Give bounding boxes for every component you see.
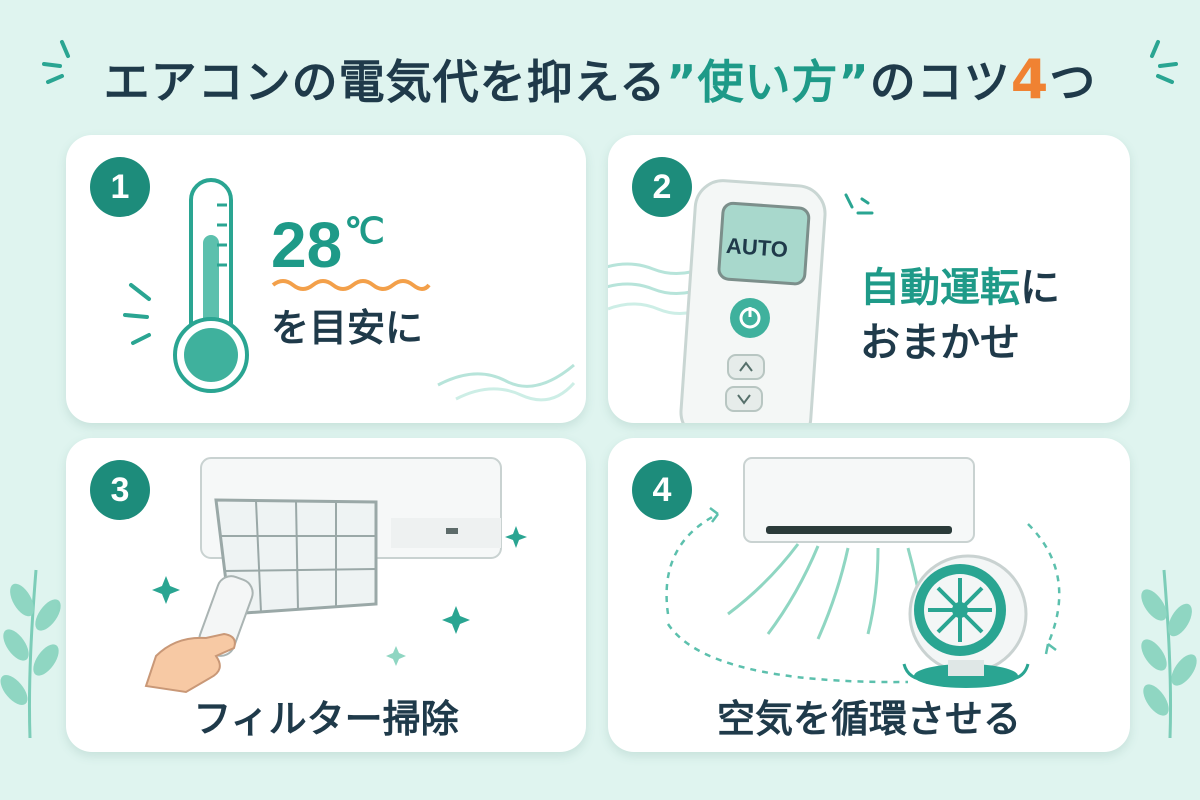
- filter-cleaning-caption: フィルター掃除: [193, 697, 459, 741]
- title-prefix: エアコンの電気代を抑える: [103, 55, 667, 109]
- auto-mode-suffix: に: [1020, 265, 1060, 311]
- tip-card-1: 1 28℃ を目安に: [66, 135, 586, 423]
- temperature-number: 28: [271, 209, 343, 281]
- thermometer-icon: [123, 178, 249, 393]
- card-number-badge: 1: [90, 157, 150, 217]
- filter-cleaning-icon: [144, 457, 527, 694]
- air-circulation-caption: 空気を循環させる: [716, 697, 1021, 741]
- temperature-value: 28℃: [271, 210, 385, 278]
- tip-card-3: 3 フィルター掃除: [66, 438, 586, 752]
- auto-mode-caption: おまかせ: [860, 320, 1020, 366]
- temperature-unit: ℃: [344, 210, 385, 251]
- auto-mode-highlight: 自動運転: [860, 265, 1020, 311]
- remote-screen-label: AUTO: [725, 232, 789, 263]
- page-title: エアコンの電気代を抑える”使い方”のコツ4つ: [0, 46, 1200, 112]
- sparkle-left-icon: [42, 40, 70, 84]
- leaf-left-icon: [0, 569, 61, 739]
- circulator-fan-icon: [665, 457, 1061, 688]
- auto-mode-heading: 自動運転に: [860, 255, 1060, 313]
- sparkle-icon: [844, 193, 874, 215]
- card-number-badge: 2: [632, 157, 692, 217]
- remote-control-icon: [679, 179, 827, 423]
- card-number-badge: 4: [632, 460, 692, 520]
- title-mid: のコツ: [869, 55, 1011, 109]
- orange-underline-icon: [271, 279, 431, 291]
- tip-card-2: 2 AUTO 自動運転に おまかせ: [608, 135, 1130, 423]
- sparkle-right-icon: [1150, 40, 1178, 84]
- title-suffix: つ: [1049, 55, 1097, 109]
- air-wave-icon: [437, 363, 576, 402]
- title-accent: ”使い方”: [666, 55, 870, 109]
- card-number-badge: 3: [90, 460, 150, 520]
- leaf-right-icon: [1141, 569, 1197, 739]
- title-number: 4: [1010, 48, 1050, 111]
- temperature-caption: を目安に: [271, 306, 424, 350]
- tip-card-4: 4 空気を循環させる: [608, 438, 1130, 752]
